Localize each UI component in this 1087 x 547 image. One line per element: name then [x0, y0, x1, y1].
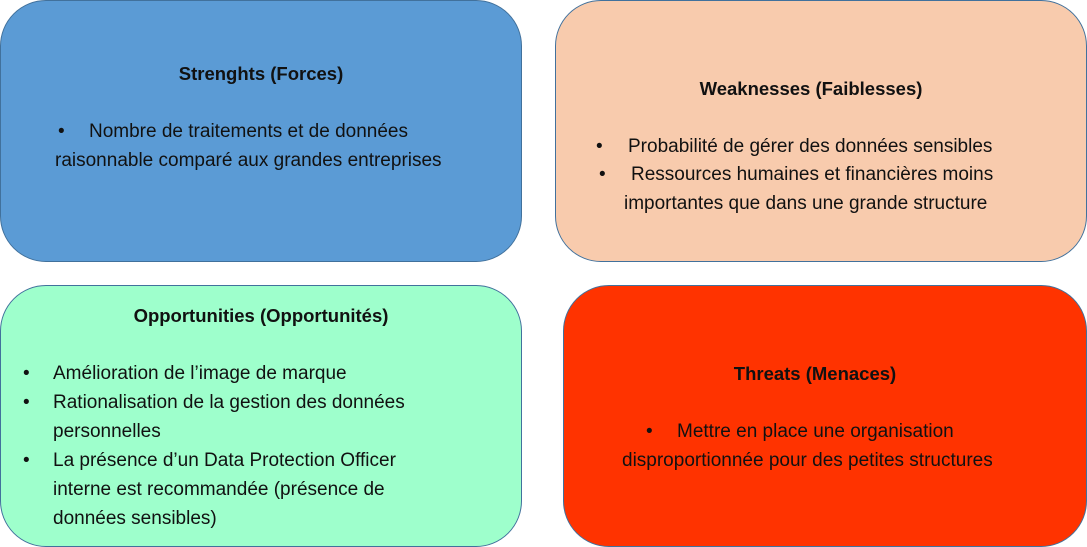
- opportunities-item-2-line-1: Rationalisation de la gestion des donnée…: [53, 392, 405, 413]
- opportunities-item-1-line-1: Amélioration de l’image de marque: [53, 363, 347, 384]
- bullet-icon: •: [596, 136, 603, 157]
- bullet-icon: •: [23, 392, 30, 413]
- bullet-icon: •: [23, 363, 30, 384]
- threats-item-1-line-1: Mettre en place une organisation: [677, 421, 954, 442]
- opportunities-title: Opportunities (Opportunités): [133, 305, 389, 326]
- weaknesses-item-2-line-1: Ressources humaines et financières moins: [631, 164, 994, 185]
- weaknesses-item-1-line-1: Probabilité de gérer des données sensibl…: [628, 136, 993, 157]
- opportunities-item-3-line-3: données sensibles): [53, 508, 217, 529]
- weaknesses-title: Weaknesses (Faiblesses): [699, 78, 923, 99]
- strengths-item-1-line-2: raisonnable comparé aux grandes entrepri…: [55, 150, 442, 171]
- weaknesses-item-2-line-2: importantes que dans une grande structur…: [624, 193, 988, 214]
- strengths-item-1-line-1: Nombre de traitements et de données: [89, 121, 408, 142]
- strengths-box: Strenghts (Forces) • Nombre de traitemen…: [0, 0, 522, 262]
- threats-item-1-line-2: disproportionnée pour des petites struct…: [622, 450, 993, 471]
- weaknesses-box: Weaknesses (Faiblesses) • Probabilité de…: [555, 0, 1087, 262]
- strengths-title: Strenghts (Forces): [178, 63, 344, 84]
- bullet-icon: •: [23, 450, 30, 471]
- bullet-icon: •: [599, 164, 606, 185]
- threats-title: Threats (Menaces): [733, 363, 897, 384]
- opportunities-box: Opportunities (Opportunités) • Améliorat…: [0, 285, 522, 547]
- opportunities-item-2-line-2: personnelles: [53, 421, 161, 442]
- opportunities-item-3-line-2: interne est recommandée (présence de: [53, 479, 385, 500]
- bullet-icon: •: [646, 421, 653, 442]
- threats-box: Threats (Menaces) • Mettre en place une …: [563, 285, 1087, 547]
- bullet-icon: •: [58, 121, 65, 142]
- opportunities-item-3-line-1: La présence d’un Data Protection Officer: [53, 450, 396, 471]
